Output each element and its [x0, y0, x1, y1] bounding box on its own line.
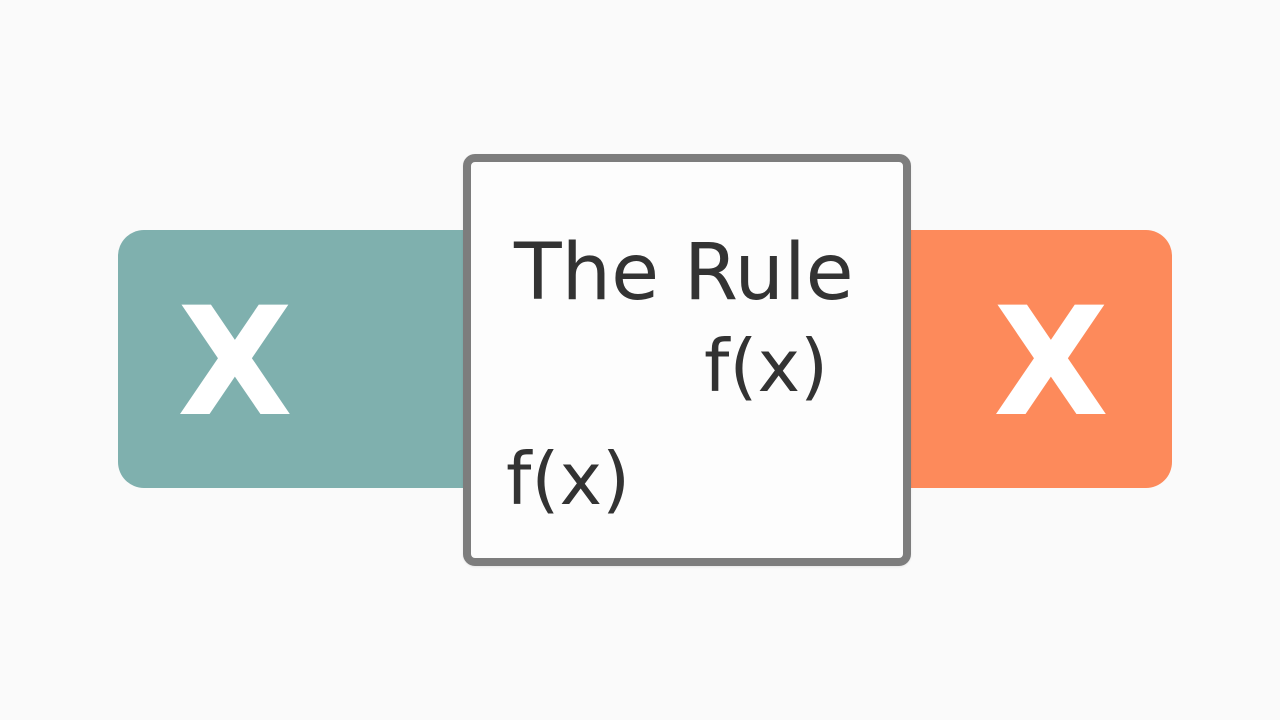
- output-label: X: [993, 276, 1109, 450]
- output-box: [862, 230, 1172, 488]
- rule-expression: f(x): [704, 324, 829, 408]
- input-label: X: [177, 276, 293, 450]
- rule-box: [463, 154, 911, 566]
- rule-title: The Rule: [514, 228, 854, 318]
- input-box: [118, 230, 518, 488]
- rule-expression: f(x): [506, 437, 631, 521]
